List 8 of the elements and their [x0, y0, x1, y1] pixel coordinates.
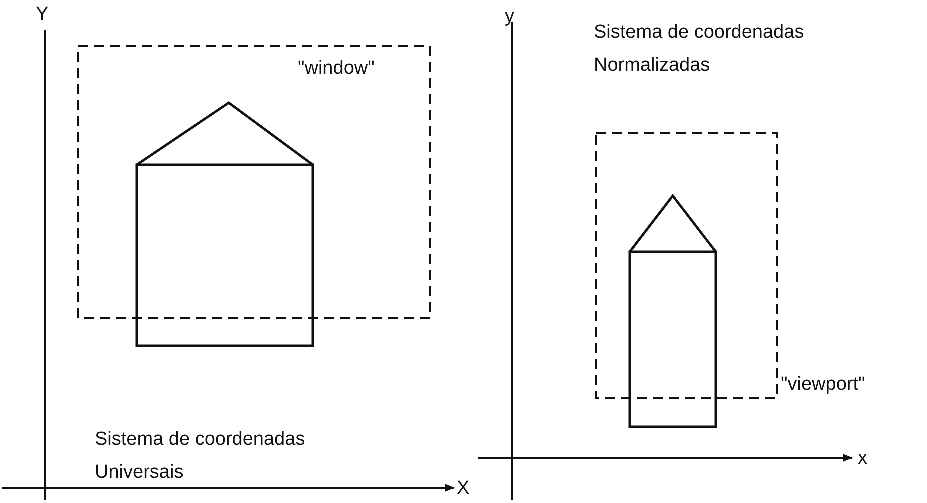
viewport-label: "viewport" [781, 373, 866, 397]
axis-label: x [858, 447, 868, 471]
window-label: "window" [298, 57, 375, 81]
axis-label: X [457, 477, 470, 501]
coordinate-system-caption: Sistema de coordenadas Normalizadas [594, 21, 806, 78]
axis-label: y [505, 5, 514, 29]
coordinate-system-caption: Sistema de coordenadas Universais [95, 428, 306, 485]
axis-label: Y [36, 3, 49, 27]
